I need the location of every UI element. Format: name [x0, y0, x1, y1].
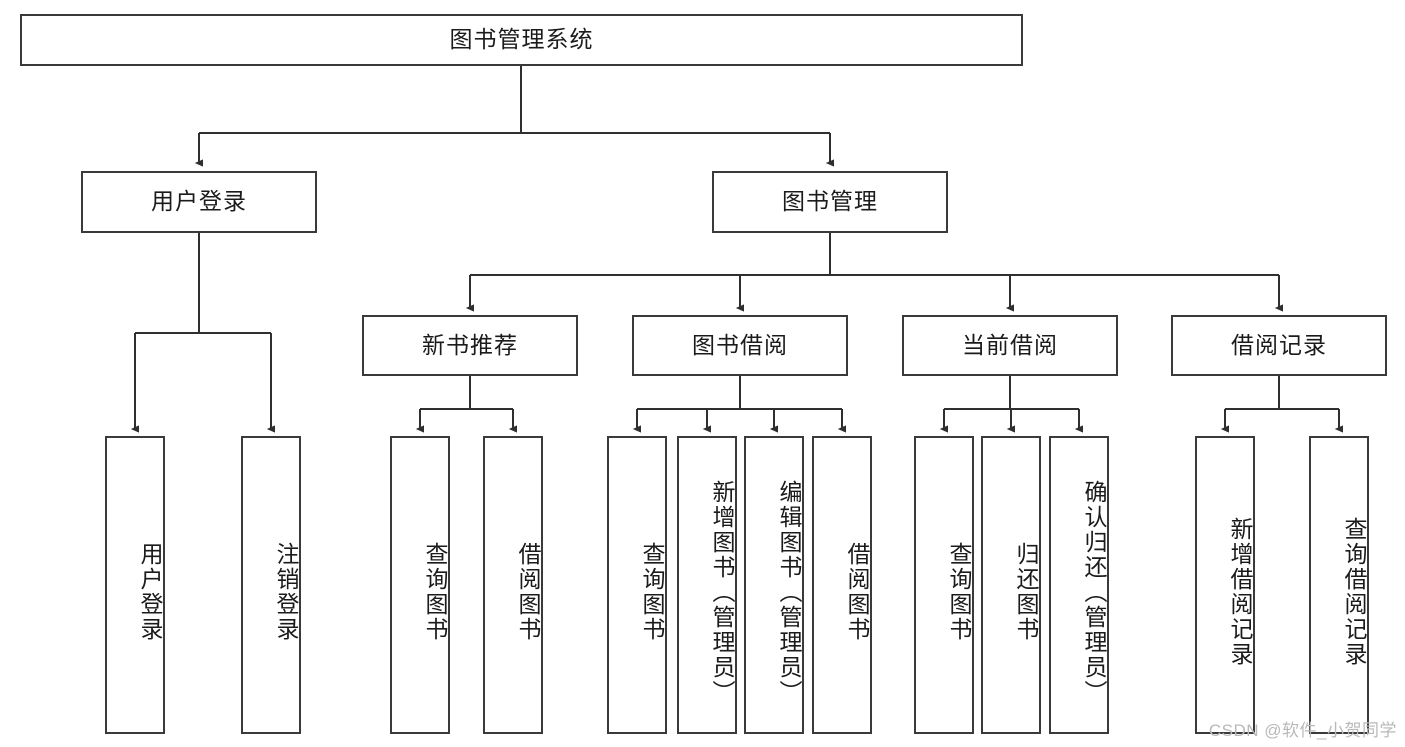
node-borrow-record[interactable]: 借阅记录	[1171, 315, 1387, 376]
node-label: 新书推荐	[422, 331, 518, 358]
node-leaf-return-book[interactable]: 归还图书	[981, 436, 1041, 734]
node-label: 查询图书	[639, 542, 665, 642]
node-leaf-borrow-book-recommend[interactable]: 借阅图书	[483, 436, 543, 734]
node-label: 新增图书（管理员）	[709, 479, 735, 705]
csdn-watermark: CSDN @软件_小贺同学	[1208, 721, 1397, 740]
node-label: 图书借阅	[692, 331, 788, 358]
node-leaf-logout[interactable]: 注销登录	[241, 436, 301, 734]
node-label: 借阅记录	[1231, 331, 1327, 358]
node-book-borrow[interactable]: 图书借阅	[632, 315, 848, 376]
node-leaf-query-book-current[interactable]: 查询图书	[914, 436, 974, 734]
node-leaf-add-book-admin[interactable]: 新增图书（管理员）	[677, 436, 737, 734]
node-label: 图书管理系统	[449, 26, 594, 53]
node-leaf-user-login[interactable]: 用户登录	[105, 436, 165, 734]
node-label: 借阅图书	[515, 542, 541, 642]
node-label: 借阅图书	[844, 542, 870, 642]
node-label: 确认归还（管理员）	[1081, 479, 1107, 705]
node-new-book-recommend[interactable]: 新书推荐	[362, 315, 578, 376]
node-leaf-borrow-book[interactable]: 借阅图书	[812, 436, 872, 734]
node-label: 查询图书	[946, 542, 972, 642]
node-root-book-management-system[interactable]: 图书管理系统	[20, 14, 1023, 66]
node-label: 注销登录	[273, 542, 299, 642]
node-book-manage[interactable]: 图书管理	[712, 171, 948, 233]
node-user-login[interactable]: 用户登录	[81, 171, 317, 233]
node-label: 查询借阅记录	[1341, 517, 1367, 667]
node-label: 新增借阅记录	[1227, 517, 1253, 667]
node-label: 用户登录	[151, 188, 247, 215]
node-label: 编辑图书（管理员）	[776, 479, 802, 705]
node-leaf-query-borrow-record[interactable]: 查询借阅记录	[1309, 436, 1369, 734]
node-current-borrow[interactable]: 当前借阅	[902, 315, 1118, 376]
node-label: 图书管理	[782, 188, 878, 215]
node-leaf-edit-book-admin[interactable]: 编辑图书（管理员）	[744, 436, 804, 734]
node-label: 归还图书	[1013, 542, 1039, 642]
node-leaf-query-book-recommend[interactable]: 查询图书	[390, 436, 450, 734]
node-label: 用户登录	[137, 542, 163, 642]
node-leaf-add-borrow-record[interactable]: 新增借阅记录	[1195, 436, 1255, 734]
node-leaf-confirm-return-admin[interactable]: 确认归还（管理员）	[1049, 436, 1109, 734]
node-leaf-query-book-borrow[interactable]: 查询图书	[607, 436, 667, 734]
node-label: 查询图书	[422, 542, 448, 642]
node-label: 当前借阅	[962, 331, 1058, 358]
